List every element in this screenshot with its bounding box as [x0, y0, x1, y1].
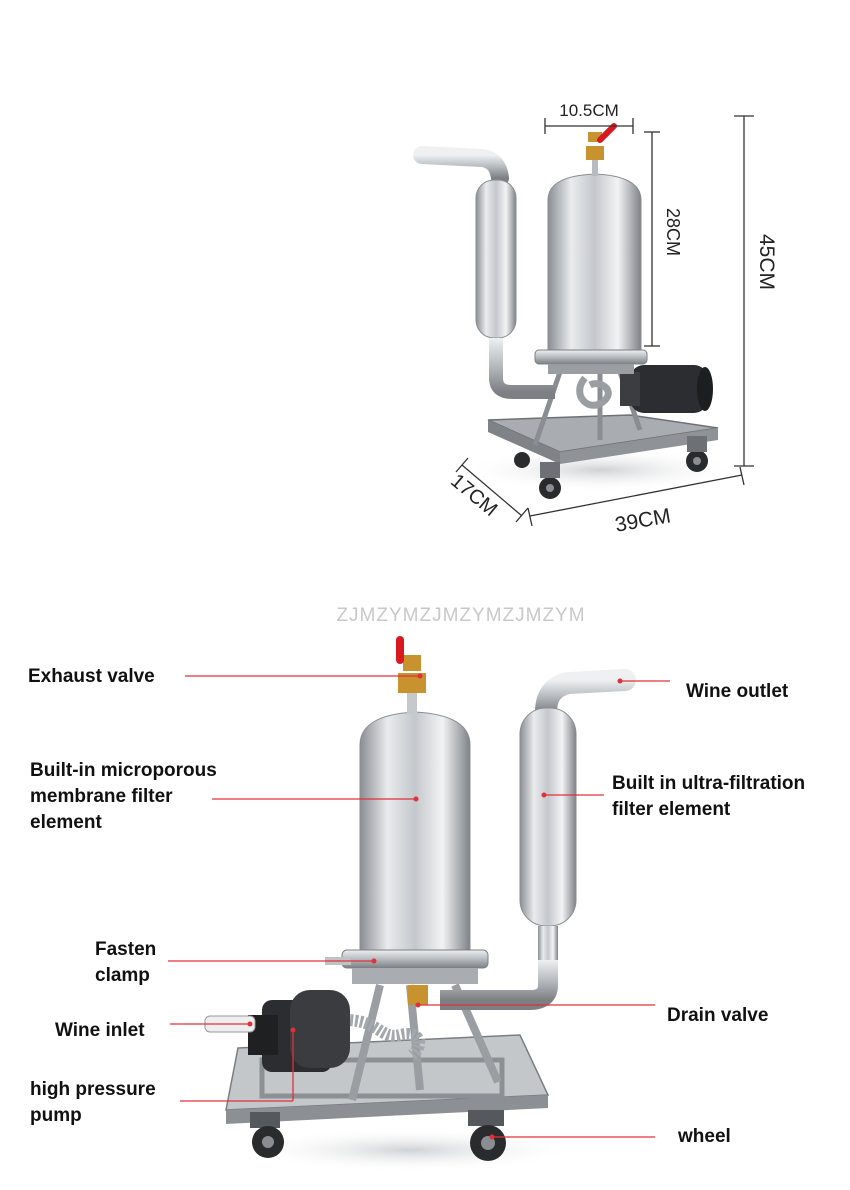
cart-base-front: [226, 1095, 548, 1124]
main-filter-housing: [547, 173, 642, 351]
hose: [576, 375, 612, 409]
wheel-icon: [250, 1112, 284, 1158]
label-ultra-line2: filter element: [612, 799, 731, 820]
hose: [344, 1014, 426, 1060]
watermark: ZJMZYMZJMZYMZJMZYM: [336, 605, 585, 626]
cart-frame: [259, 1057, 505, 1099]
dimension-annotations: [455, 115, 754, 527]
leader-dots: [247, 673, 623, 1140]
exhaust-valve-icon: [586, 146, 604, 160]
ultra-bottom-pipe: [538, 926, 558, 966]
valve-stem: [592, 150, 598, 176]
connecting-pipe: [489, 338, 555, 399]
housing-base: [352, 968, 478, 984]
pump-icon: [204, 990, 350, 1072]
label-fasten-line2: clamp: [95, 965, 150, 986]
bottom-product-photo: [204, 636, 636, 1172]
label-wine-outlet: Wine outlet: [686, 681, 789, 702]
cart-base-side: [488, 420, 560, 464]
label-wine-inlet: Wine inlet: [55, 1020, 145, 1041]
label-membrane-line1: Built-in microporous: [30, 760, 217, 781]
label-wheel: wheel: [677, 1126, 731, 1147]
valve-handle-icon: [597, 123, 617, 143]
wheel-icon: [539, 462, 561, 499]
wheel-icon: [514, 452, 530, 468]
ultrafiltration-housing: [519, 707, 577, 927]
cart-base-front: [560, 428, 718, 464]
label-ultra-line1: Built in ultra-filtration: [612, 773, 805, 794]
label-exhaust-valve: Exhaust valve: [28, 666, 155, 687]
label-pump-line2: pump: [30, 1105, 82, 1126]
valve-stem: [407, 690, 417, 714]
top-product-photo: [413, 123, 740, 499]
leader-lines: [168, 675, 670, 1138]
label-fasten-line1: Fasten: [95, 939, 156, 960]
pump-icon: [620, 365, 713, 413]
dimension-label-total-height: 45CM: [755, 234, 778, 290]
main-filter-housing: [359, 711, 471, 951]
connecting-pipe: [440, 960, 558, 1010]
floor-shadow: [240, 1128, 580, 1172]
dimension-label-filter-height: 28CM: [663, 208, 683, 256]
ultrafiltration-housing: [475, 179, 517, 339]
drain-valve-icon: [408, 985, 428, 1005]
wheel-icon: [468, 1110, 506, 1161]
floor-shadow: [460, 448, 740, 492]
label-pump-line1: high pressure: [30, 1079, 156, 1100]
wheel-icon: [686, 436, 708, 472]
housing-clamp: [534, 349, 648, 365]
label-membrane-line3: element: [30, 812, 102, 833]
housing-bottom: [548, 364, 634, 374]
label-membrane-line2: membrane filter: [30, 786, 173, 807]
outlet-pipe: [413, 146, 509, 187]
tripod-leg: [532, 371, 563, 446]
fasten-clamp-icon: [341, 949, 489, 969]
dimension-label-width: 39CM: [613, 504, 672, 536]
tripod-leg: [348, 984, 384, 1101]
outlet-pipe: [535, 669, 636, 723]
label-drain-valve: Drain valve: [667, 1005, 768, 1026]
dimension-label-outlet: 10.5CM: [559, 101, 619, 120]
